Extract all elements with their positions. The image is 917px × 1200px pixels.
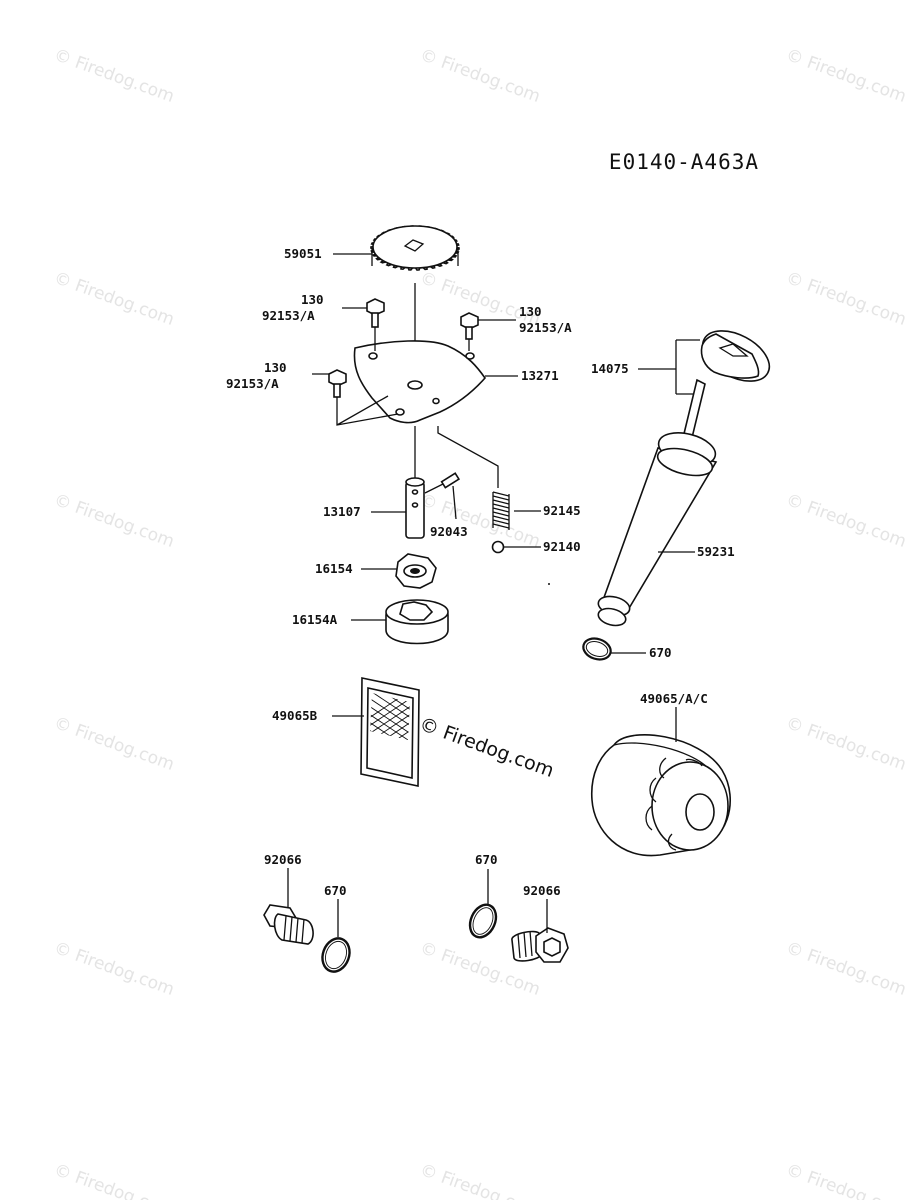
callout-92043[interactable]: 92043: [430, 524, 468, 539]
bolt-lower-left[interactable]: [328, 369, 347, 398]
dipstick-tube-part[interactable]: [596, 427, 718, 628]
assembly-line: [437, 426, 499, 488]
gear-part[interactable]: [370, 225, 460, 271]
oil-filter-part[interactable]: [590, 734, 731, 857]
oil-screen-part[interactable]: [360, 676, 420, 787]
callout-16154[interactable]: 16154: [315, 561, 353, 576]
o-ring-tube[interactable]: [581, 635, 614, 663]
dot-mark: [548, 583, 550, 585]
drain-plug-left[interactable]: [263, 904, 314, 945]
bolt-upper-right[interactable]: [460, 312, 479, 340]
callout-13271[interactable]: 13271: [521, 368, 559, 383]
callout-670-tube[interactable]: 670: [649, 645, 672, 660]
callout-59051[interactable]: 59051: [284, 246, 322, 261]
callout-92153a-upper-left[interactable]: 92153/A: [262, 308, 315, 323]
pump-shaft-part[interactable]: [405, 477, 425, 539]
bolt-upper-left[interactable]: [366, 298, 385, 328]
spring-part[interactable]: [492, 491, 510, 530]
callout-92145[interactable]: 92145: [543, 503, 581, 518]
leader-line: [638, 339, 700, 395]
callout-92153a-lower-left[interactable]: 92153/A: [226, 376, 279, 391]
inner-rotor-part[interactable]: [395, 553, 437, 589]
dipstick-part[interactable]: [681, 321, 778, 448]
leader-line: [424, 483, 457, 520]
callout-670-left[interactable]: 670: [324, 883, 347, 898]
callout-59231[interactable]: 59231: [697, 544, 735, 559]
o-ring-right[interactable]: [465, 901, 501, 942]
callout-92153a-upper-right[interactable]: 92153/A: [519, 320, 572, 335]
callout-13107[interactable]: 13107: [323, 504, 361, 519]
callout-92066-left[interactable]: 92066: [264, 852, 302, 867]
callout-14075[interactable]: 14075: [591, 361, 629, 376]
pin-part[interactable]: [440, 472, 461, 489]
leader-line: [312, 373, 399, 426]
ball-part[interactable]: [491, 540, 505, 554]
callout-16154a[interactable]: 16154A: [292, 612, 338, 627]
plate-part[interactable]: [353, 340, 487, 424]
callout-49065-a-c[interactable]: 49065/A/C: [640, 691, 708, 706]
callout-130-lower-left[interactable]: 130: [264, 360, 287, 375]
callout-130-upper-left[interactable]: 130: [301, 292, 324, 307]
o-ring-left[interactable]: [318, 935, 354, 976]
callout-49065b[interactable]: 49065B: [272, 708, 318, 723]
callout-92066-right[interactable]: 92066: [523, 883, 561, 898]
callout-670-right[interactable]: 670: [475, 852, 498, 867]
diagram-code: E0140-A463A: [608, 150, 759, 174]
callout-130-upper-right[interactable]: 130: [519, 304, 542, 319]
outer-rotor-part[interactable]: [385, 599, 449, 645]
callout-92140[interactable]: 92140: [543, 539, 581, 554]
drain-plug-right[interactable]: [511, 927, 569, 963]
